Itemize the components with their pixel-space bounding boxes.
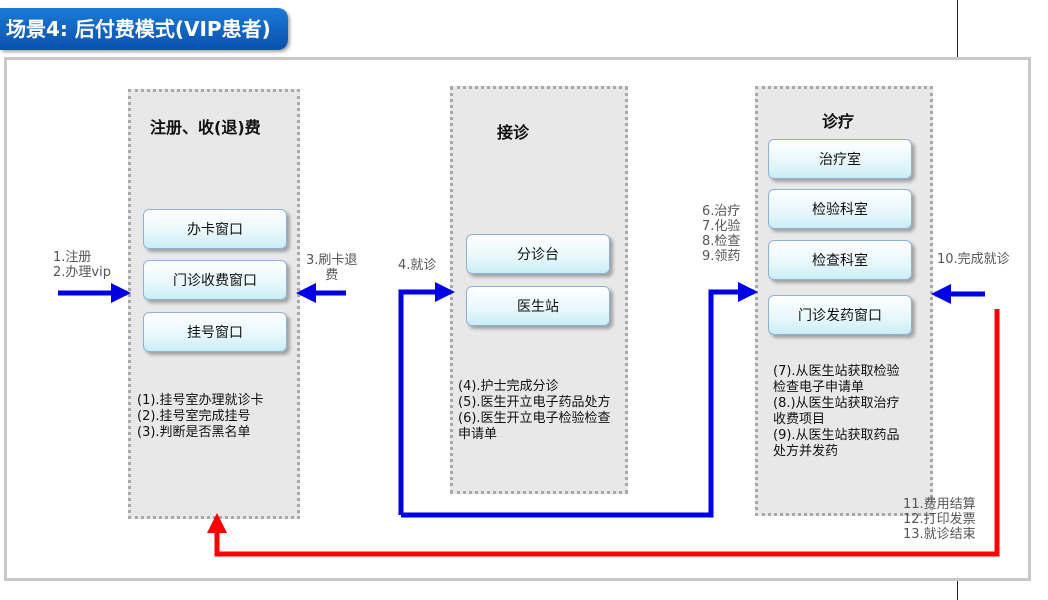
pharmacy-window-button[interactable]: 门诊发药窗口 <box>768 295 912 335</box>
lab-department-button[interactable]: 检验科室 <box>768 189 912 229</box>
label-refund: 3.刷卡退 费 <box>306 253 357 283</box>
divider-line-top <box>957 0 958 57</box>
registration-notes: (1).挂号室办理就诊卡 (2).挂号室完成挂号 (3).判断是否黑名单 <box>137 393 264 441</box>
arrow-settlement <box>207 309 1000 557</box>
treatment-note: 处方并发药 <box>773 444 839 459</box>
registration-note: (1).挂号室办理就诊卡 <box>137 393 264 408</box>
reception-note: 申请单 <box>458 427 498 442</box>
registration-note: (3).判断是否黑名单 <box>137 425 251 440</box>
label-finish: 10.完成就诊 <box>937 252 1010 267</box>
treatment-note: (7).从医生站获取检验 <box>773 364 900 379</box>
reception-note: (4).护士完成分诊 <box>458 379 559 394</box>
reception-note: (6).医生开立电子检验检查 <box>458 411 611 426</box>
panel-treatment-title: 诊疗 <box>822 112 855 131</box>
label-line: 2.办理vip <box>53 265 111 280</box>
reception-notes: (4).护士完成分诊 (5).医生开立电子药品处方 (6).医生开立电子检验检查… <box>458 379 611 443</box>
triage-desk-button[interactable]: 分诊台 <box>466 234 610 274</box>
arrow-to-treatment <box>401 282 758 518</box>
treatment-note: 收费项目 <box>773 412 826 427</box>
doctor-station-button[interactable]: 医生站 <box>466 286 610 326</box>
label-line: 3.刷卡退 <box>306 253 358 268</box>
label-line: 13.就诊结束 <box>903 527 976 542</box>
label-line: 12.打印发票 <box>903 512 976 527</box>
treatment-note: 检查电子申请单 <box>773 380 865 395</box>
label-line: 7.化验 <box>702 219 741 234</box>
page-title: 场景4: 后付费模式(VIP患者) <box>0 8 288 50</box>
panel-registration-title: 注册、收(退)费 <box>150 118 261 137</box>
label-line: 8.检查 <box>702 234 741 249</box>
label-line: 费 <box>325 268 339 283</box>
label-line: 6.治疗 <box>702 204 741 219</box>
registration-note: (2).挂号室完成挂号 <box>137 409 251 424</box>
treatment-room-button[interactable]: 治疗室 <box>768 139 912 179</box>
treatment-note: (8.)从医生站获取治疗 <box>773 396 900 411</box>
reception-note: (5).医生开立电子药品处方 <box>458 395 611 410</box>
card-window-button[interactable]: 办卡窗口 <box>143 209 287 249</box>
registration-window-button[interactable]: 挂号窗口 <box>143 312 287 352</box>
label-line: 1.注册 <box>53 250 92 265</box>
label-line: 9.领药 <box>702 249 741 264</box>
label-treat: 6.治疗 7.化验 8.检查 9.领药 <box>702 204 740 264</box>
label-register: 1.注册 2.办理vip <box>53 250 111 280</box>
panel-reception-title: 接诊 <box>497 123 530 142</box>
outpatient-cashier-button[interactable]: 门诊收费窗口 <box>143 260 287 300</box>
label-settle: 11.费用结算 12.打印发票 13.就诊结束 <box>903 497 976 542</box>
arrow-to-reception <box>398 282 455 515</box>
treatment-note: (9).从医生站获取药品 <box>773 428 900 443</box>
divider-line-bottom <box>957 581 958 600</box>
label-visit: 4.就诊 <box>398 258 437 273</box>
label-line: 11.费用结算 <box>903 497 976 512</box>
treatment-notes: (7).从医生站获取检验 检查电子申请单 (8.)从医生站获取治疗 收费项目 (… <box>773 364 900 460</box>
exam-department-button[interactable]: 检查科室 <box>768 240 912 280</box>
panel-registration <box>128 89 300 519</box>
